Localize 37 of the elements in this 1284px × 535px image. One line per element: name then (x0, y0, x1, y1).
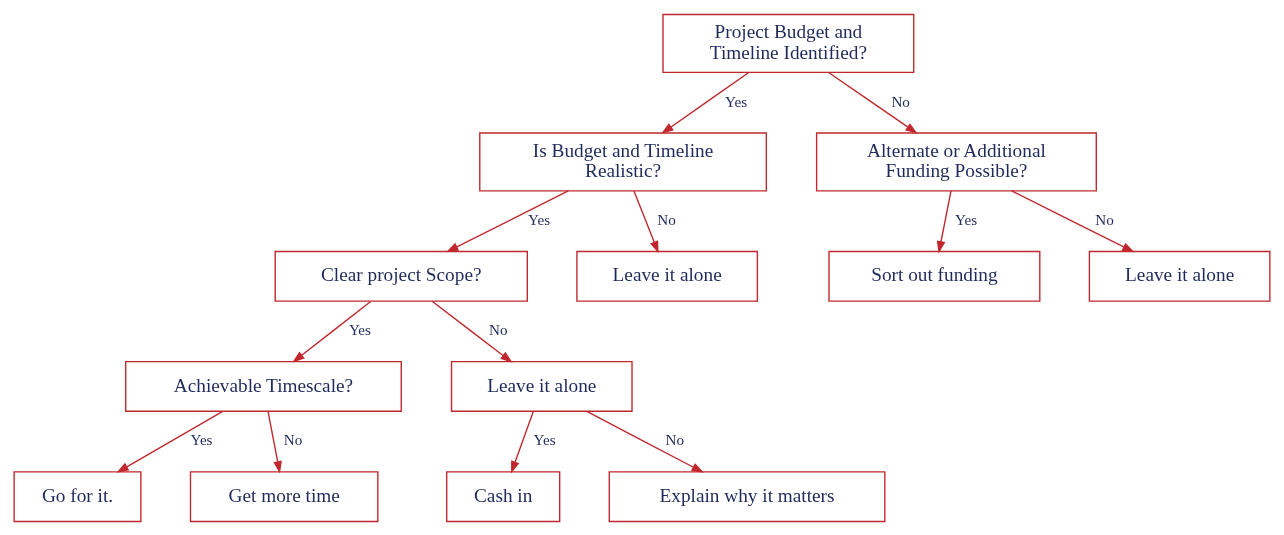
arrow (661, 71, 750, 134)
edge-label: No (891, 92, 910, 110)
edge-label: Yes (725, 92, 748, 110)
arrow (292, 300, 372, 363)
node-box: Explain why it matters (608, 470, 886, 522)
node-box: Leave it alone (450, 360, 633, 412)
arrow (827, 71, 918, 134)
edge-label: Yes (528, 210, 551, 228)
node-box: Achievable Timescale? (125, 360, 402, 412)
arrow (1010, 189, 1135, 252)
node-box: Get more time (189, 470, 379, 522)
arrow (586, 410, 704, 473)
edge-label: Yes (955, 210, 978, 228)
arrow (267, 410, 282, 474)
edge-label: Yes (190, 430, 213, 448)
arrow (116, 410, 224, 473)
node-box: Leave it alone (1088, 250, 1271, 302)
node-box: Project Budget and Timeline Identified? (662, 13, 915, 73)
edge-label: Yes (533, 430, 556, 448)
node-box: Sort out funding (828, 250, 1041, 302)
node-box: Is Budget and Timeline Realistic? (479, 131, 768, 192)
edge-label: Yes (348, 320, 371, 338)
edge-label: No (1095, 210, 1114, 228)
edge-label: No (283, 430, 303, 448)
arrow (936, 189, 952, 253)
arrow (446, 189, 569, 252)
edge-label: No (489, 320, 508, 338)
node-box: Go for it. (13, 470, 142, 522)
arrow (633, 189, 659, 253)
edge-label: No (657, 210, 676, 228)
node-box: Alternate or Additional Funding Possible? (815, 131, 1097, 192)
node-box: Clear project Scope? (274, 250, 528, 302)
node-box: Leave it alone (576, 250, 759, 302)
arrow (431, 300, 513, 363)
node-box: Cash in (446, 470, 561, 522)
arrow (511, 410, 534, 473)
edge-label: No (665, 430, 684, 448)
